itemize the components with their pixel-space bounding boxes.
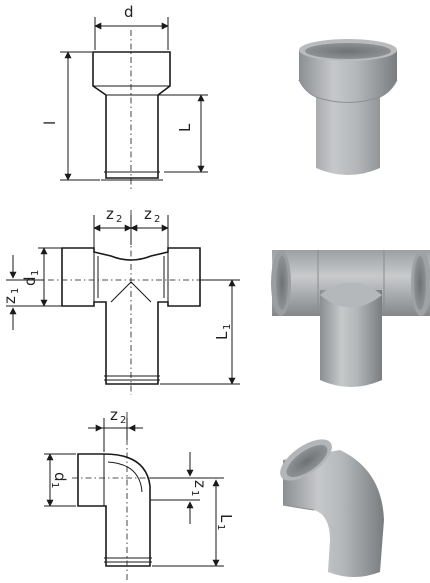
dim-sub-z1: 1 [10,288,21,294]
dim-sub-L1-elbow: 1 [215,524,226,530]
dim-sub-z2-left: 2 [116,214,122,225]
dim-label-z2-right: z [144,205,152,223]
dim-label-d1: d [21,276,39,286]
dim-label-d1-elbow: d [51,472,69,482]
dim-label-L1-elbow: L [217,514,235,523]
dim-sub-L1: 1 [222,324,233,330]
dim-label-z1-elbow: z [191,480,209,488]
dim-label-z2: z [110,406,118,424]
tee-photo [271,250,430,387]
elbow-photo [280,439,384,577]
dim-label-l: l [41,121,59,125]
dim-label-z2-left: z [106,205,114,223]
dim-sub-d1: 1 [30,270,41,276]
dim-sub-z2: 2 [120,415,126,426]
dim-label-z1: z [1,296,19,304]
dim-label-d: d [124,3,134,21]
dim-sub-z1-elbow: 1 [189,490,200,496]
dim-label-L1: L [213,331,231,340]
elbow-drawing: z 2 d 1 z 1 L 1 [44,406,235,580]
dim-sub-z2-right: 2 [154,214,160,225]
tee-drawing: z 2 z 2 d 1 z 1 L 1 [1,205,240,395]
reducer-photo [298,39,398,175]
reducer-drawing: d l L [41,3,208,190]
dim-sub-d1-elbow: 1 [49,482,60,488]
dim-label-L: L [176,123,194,132]
